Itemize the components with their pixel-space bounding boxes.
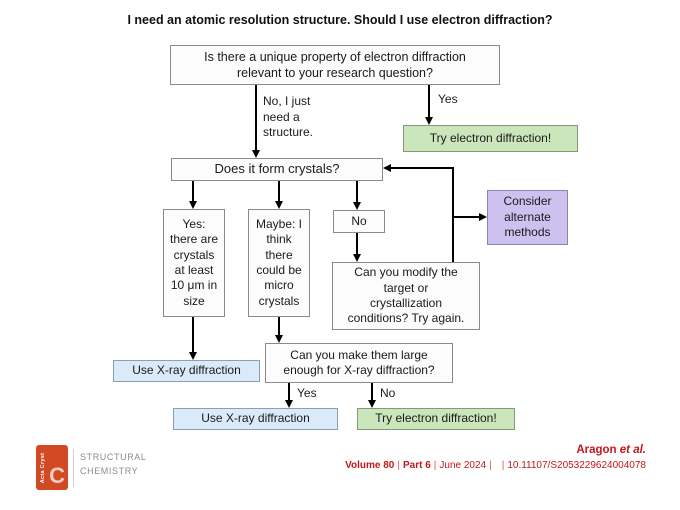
- edge-label-no-structure: No, I just need a structure.: [263, 94, 314, 140]
- connector-line: [192, 181, 194, 202]
- citation-separator: |: [489, 460, 492, 471]
- citation-separator: |: [433, 460, 437, 471]
- arrowhead-down-icon: [368, 400, 376, 408]
- node-maybe-microcrystals: Maybe: I think there could be micro crys…: [248, 209, 310, 317]
- footer-authors: Aragon et al.: [246, 444, 646, 456]
- node-modify-conditions-question: Can you modify the target or crystalliza…: [332, 262, 480, 330]
- node-try-electron-diffraction-top: Try electron diffraction!: [403, 125, 578, 152]
- citation-volume: Volume 80: [345, 460, 395, 471]
- connector-line: [192, 317, 194, 353]
- arrowhead-right-icon: [479, 213, 487, 221]
- node-try-electron-diffraction-bottom: Try electron diffraction!: [357, 408, 515, 430]
- journal-name-line1: STRUCTURAL: [80, 452, 147, 462]
- arrowhead-left-icon: [383, 164, 391, 172]
- node-consider-alternate-methods: Consider alternate methods: [487, 190, 568, 245]
- connector-line: [452, 216, 480, 218]
- arrowhead-down-icon: [189, 201, 197, 209]
- connector-line: [452, 167, 454, 262]
- citation-doi: 10.11107/S2053229624004078: [507, 460, 646, 471]
- figure-title: I need an atomic resolution structure. S…: [127, 13, 553, 27]
- arrowhead-down-icon: [353, 202, 361, 210]
- acta-cryst-logo: Acta Cryst C: [36, 445, 68, 490]
- logo-vertical-text: Acta Cryst: [40, 452, 46, 484]
- footer-divider: [73, 449, 74, 487]
- citation-part: Part 6: [402, 460, 431, 471]
- arrowhead-down-icon: [252, 150, 260, 158]
- arrowhead-down-icon: [425, 117, 433, 125]
- connector-line: [390, 167, 454, 169]
- node-use-xray-left: Use X-ray diffraction: [113, 360, 260, 382]
- connector-line: [371, 383, 373, 401]
- arrowhead-down-icon: [189, 352, 197, 360]
- node-large-enough-question: Can you make them large enough for X-ray…: [265, 343, 453, 383]
- connector-line: [356, 233, 358, 255]
- arrowhead-down-icon: [353, 254, 361, 262]
- connector-line: [428, 85, 430, 118]
- footer-citation: Volume 80|Part 6|June 2024||10.11107/S20…: [186, 460, 646, 471]
- edge-label-no: No: [380, 386, 396, 400]
- connector-line: [278, 181, 280, 202]
- node-form-crystals-question: Does it form crystals?: [171, 158, 383, 181]
- citation-separator: |: [397, 460, 400, 471]
- connector-line: [278, 317, 280, 336]
- connector-line: [288, 383, 290, 401]
- edge-label-yes: Yes: [438, 92, 458, 106]
- journal-name-line2: CHEMISTRY: [80, 466, 139, 476]
- arrowhead-down-icon: [275, 201, 283, 209]
- node-use-xray-bottom: Use X-ray diffraction: [173, 408, 338, 430]
- node-unique-property-question: Is there a unique property of electron d…: [170, 45, 500, 85]
- authors-name: Aragon: [576, 444, 617, 456]
- citation-date: June 2024: [439, 460, 487, 471]
- node-no-crystals: No: [333, 210, 385, 233]
- edge-label-yes: Yes: [297, 386, 317, 400]
- authors-etal: et al.: [619, 444, 646, 456]
- arrowhead-down-icon: [285, 400, 293, 408]
- logo-letter-c: C: [49, 463, 65, 488]
- connector-line: [255, 85, 257, 151]
- arrowhead-down-icon: [275, 335, 283, 343]
- citation-separator: |: [501, 460, 505, 471]
- node-yes-crystals: Yes: there are crystals at least 10 μm i…: [163, 209, 225, 317]
- connector-line: [356, 181, 358, 203]
